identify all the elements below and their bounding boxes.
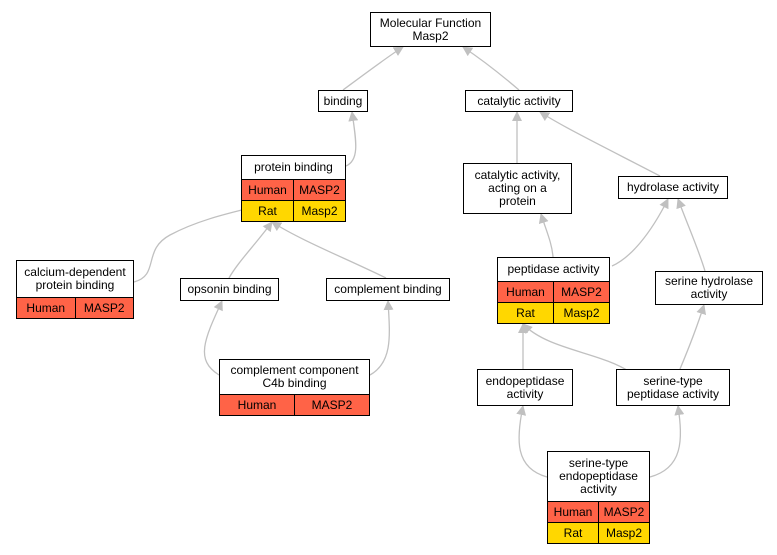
node-catalytic-protein[interactable]: catalytic activity, acting on a protein <box>463 163 572 214</box>
node-opsonin[interactable]: opsonin binding <box>180 278 279 301</box>
node-title: catalytic activity, acting on a protein <box>474 168 561 208</box>
edge-c4b-to-complement <box>369 300 394 376</box>
species-row: Rat Masp2 <box>242 200 345 221</box>
edge-serine-peptidase-to-serine-hydrolase <box>679 304 707 370</box>
edge-complement-to-protein-binding <box>271 221 387 279</box>
edge-hydrolase-to-catalytic <box>539 111 661 177</box>
node-title: complement binding <box>334 282 442 296</box>
edge-peptidase-to-catalytic-protein <box>538 213 554 258</box>
gene-label: MASP2 <box>299 183 340 197</box>
species-label: Rat <box>498 303 554 323</box>
node-title: endopeptidase activity <box>485 373 565 401</box>
species-row: Human MASP2 <box>548 501 649 522</box>
node-root[interactable]: Molecular Function Masp2 <box>370 12 491 47</box>
species-label: Human <box>17 298 76 318</box>
node-serine-peptidase[interactable]: serine-type peptidase activity <box>616 369 730 406</box>
node-title: complement component C4b binding <box>230 363 359 390</box>
species-row: Human MASP2 <box>498 281 609 302</box>
species-row: Human MASP2 <box>242 179 345 200</box>
gene-label: MASP2 <box>603 505 645 519</box>
node-binding[interactable]: binding <box>318 90 368 112</box>
gene-label: Masp2 <box>301 204 338 218</box>
node-title: binding <box>323 93 363 108</box>
species-row: Rat Masp2 <box>498 302 609 323</box>
gene-label: MASP2 <box>311 398 353 412</box>
edge-serine-endo-to-endopeptidase <box>516 405 548 478</box>
node-serine-hydrolase[interactable]: serine hydrolase activity <box>655 271 763 305</box>
species-label: Human <box>242 180 294 200</box>
species-row: Human MASP2 <box>220 394 369 415</box>
edge-serine-peptidase-to-peptidase <box>522 323 631 373</box>
species-row: Rat Masp2 <box>548 522 649 543</box>
node-title: Molecular Function Masp2 <box>379 15 482 43</box>
edge-serine-hydrolase-to-hydrolase <box>676 198 706 272</box>
edge-opsonin-to-protein-binding <box>228 221 273 279</box>
edge-calcium-to-protein-binding <box>133 204 255 283</box>
node-title: catalytic activity <box>477 93 561 108</box>
node-endopeptidase[interactable]: endopeptidase activity <box>477 369 573 406</box>
node-complement[interactable]: complement binding <box>326 278 450 301</box>
node-title: calcium-dependent protein binding <box>24 265 126 292</box>
node-title: peptidase activity <box>507 262 600 276</box>
edge-catalytic-to-root <box>462 46 520 91</box>
species-label: Human <box>548 502 599 522</box>
node-hydrolase[interactable]: hydrolase activity <box>618 176 728 199</box>
node-title: opsonin binding <box>187 282 272 296</box>
species-label: Rat <box>242 201 294 221</box>
node-catalytic[interactable]: catalytic activity <box>465 90 573 112</box>
node-title: serine-type peptidase activity <box>626 373 720 401</box>
species-row: Human MASP2 <box>17 297 133 318</box>
species-label: Human <box>498 282 554 302</box>
edge-protein-binding-to-binding <box>345 111 359 167</box>
gene-label: MASP2 <box>83 301 125 315</box>
gene-label: Masp2 <box>605 526 643 540</box>
node-title: serine-type endopeptidase activity <box>559 456 638 496</box>
edge-binding-to-root <box>342 46 404 91</box>
edge-serine-endo-to-serine-peptidase <box>649 405 685 478</box>
species-label: Rat <box>548 523 599 543</box>
gene-label: Masp2 <box>563 306 600 320</box>
edge-peptidase-to-hydrolase <box>611 198 669 267</box>
node-title: hydrolase activity <box>626 180 720 194</box>
node-title: protein binding <box>254 160 333 174</box>
gene-label: MASP2 <box>561 285 602 299</box>
node-title: serine hydrolase activity <box>664 274 754 301</box>
edge-c4b-to-opsonin <box>203 300 223 376</box>
species-label: Human <box>220 395 295 415</box>
